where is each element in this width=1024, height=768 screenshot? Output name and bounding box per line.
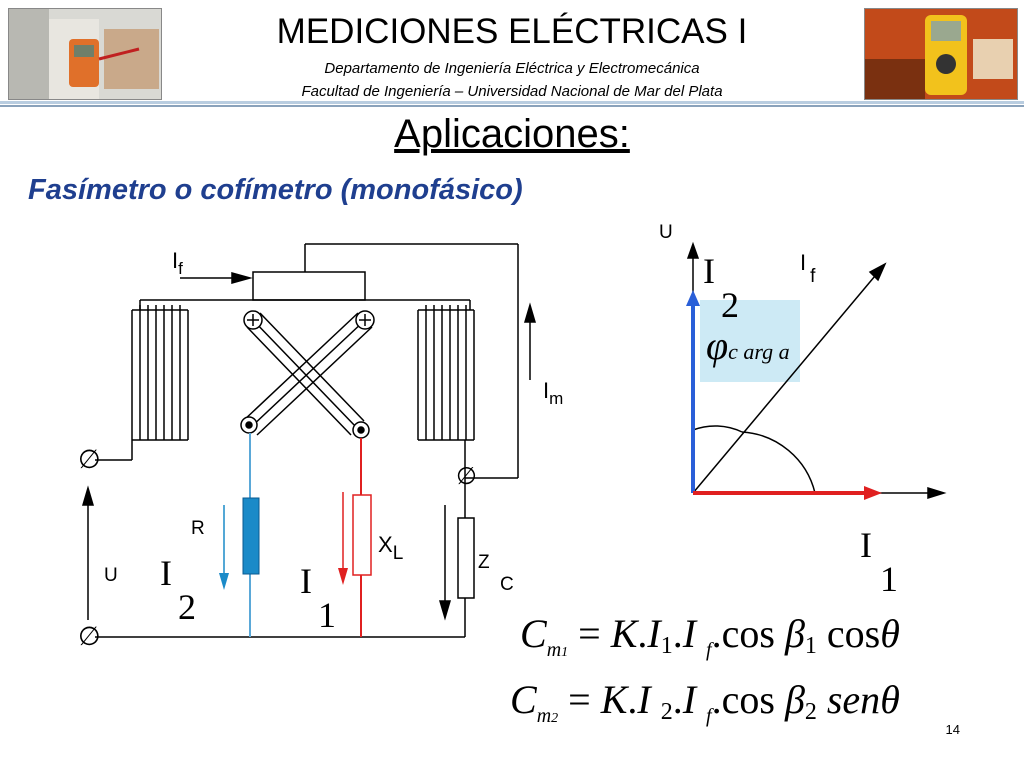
phasor-if-label: If	[800, 250, 816, 287]
torque-formula-1: Cm1 = K.I1.I f.cos β1 cosθ	[520, 611, 900, 661]
r-resistor	[242, 497, 260, 575]
multimeter-photo-left	[8, 8, 162, 100]
multimeter-photo-right	[864, 8, 1018, 100]
xl-inductor	[352, 494, 372, 576]
zc-impedance	[457, 517, 475, 599]
torque-formula-2: Cm2 = K.I 2.I f.cos β2 senθ	[510, 677, 900, 727]
xl-label: XL	[378, 532, 404, 564]
terminal-right: ∅	[456, 463, 477, 490]
left-current-coil	[131, 305, 189, 441]
terminal-bottom: ∅	[78, 621, 101, 651]
header-rule	[0, 101, 1024, 104]
if-phasor	[692, 269, 881, 494]
phasor-u-label: U	[659, 222, 673, 243]
header-title: MEDICIONES ELÉCTRICAS I	[276, 12, 748, 51]
r-label: R	[191, 518, 205, 539]
header-faculty: Facultad de Ingeniería – Universidad Nac…	[301, 83, 723, 100]
phi-carga-label: φc arg a	[706, 323, 790, 368]
page-number: 14	[945, 722, 960, 737]
header-rule-secondary	[0, 105, 1024, 107]
if-label: If	[172, 248, 183, 278]
im-label: Im	[543, 378, 564, 408]
section-title: Aplicaciones:	[394, 112, 630, 156]
right-current-coil	[417, 305, 475, 441]
angle-arc-small	[692, 425, 743, 433]
phi-highlight	[700, 300, 800, 382]
angle-arc-large	[741, 431, 816, 494]
terminal-top: ∅	[78, 444, 101, 474]
crossed-voltage-coils	[242, 312, 373, 436]
u-label: U	[104, 565, 118, 586]
header-department: Departamento de Ingeniería Eléctrica y E…	[324, 60, 700, 77]
subtitle: Fasímetro o cofímetro (monofásico)	[28, 174, 523, 206]
